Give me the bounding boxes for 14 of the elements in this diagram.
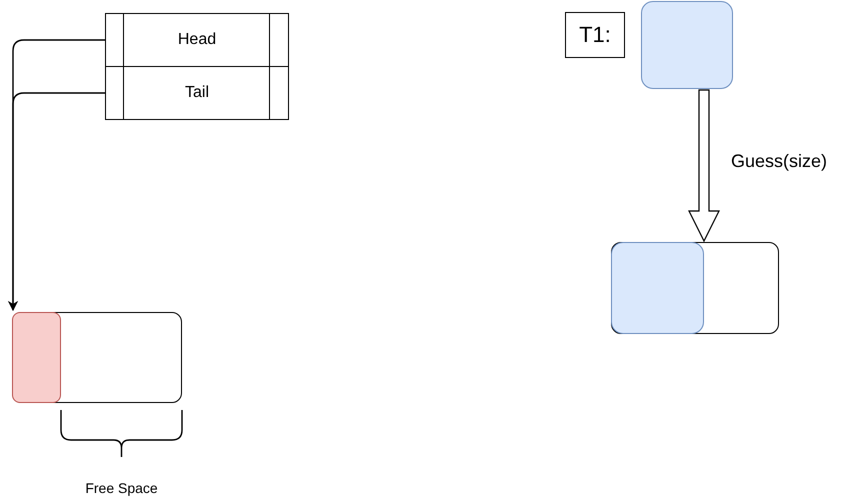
- node-label: T1:: [579, 22, 611, 48]
- node-label: Tail: [184, 84, 209, 102]
- allocation-block: [641, 1, 733, 89]
- list-row: [105, 66, 289, 120]
- block-arrow: [688, 89, 720, 242]
- list-row: [105, 13, 289, 67]
- allocation-block: [611, 242, 704, 334]
- arrow: [8, 92, 105, 311]
- memory-block: [12, 312, 182, 403]
- memory-block: [611, 242, 779, 334]
- node-label: Head: [178, 31, 216, 49]
- allocated-block: [12, 312, 61, 403]
- brace-label: Free Space: [84, 480, 159, 496]
- thread-label-box: [565, 12, 625, 58]
